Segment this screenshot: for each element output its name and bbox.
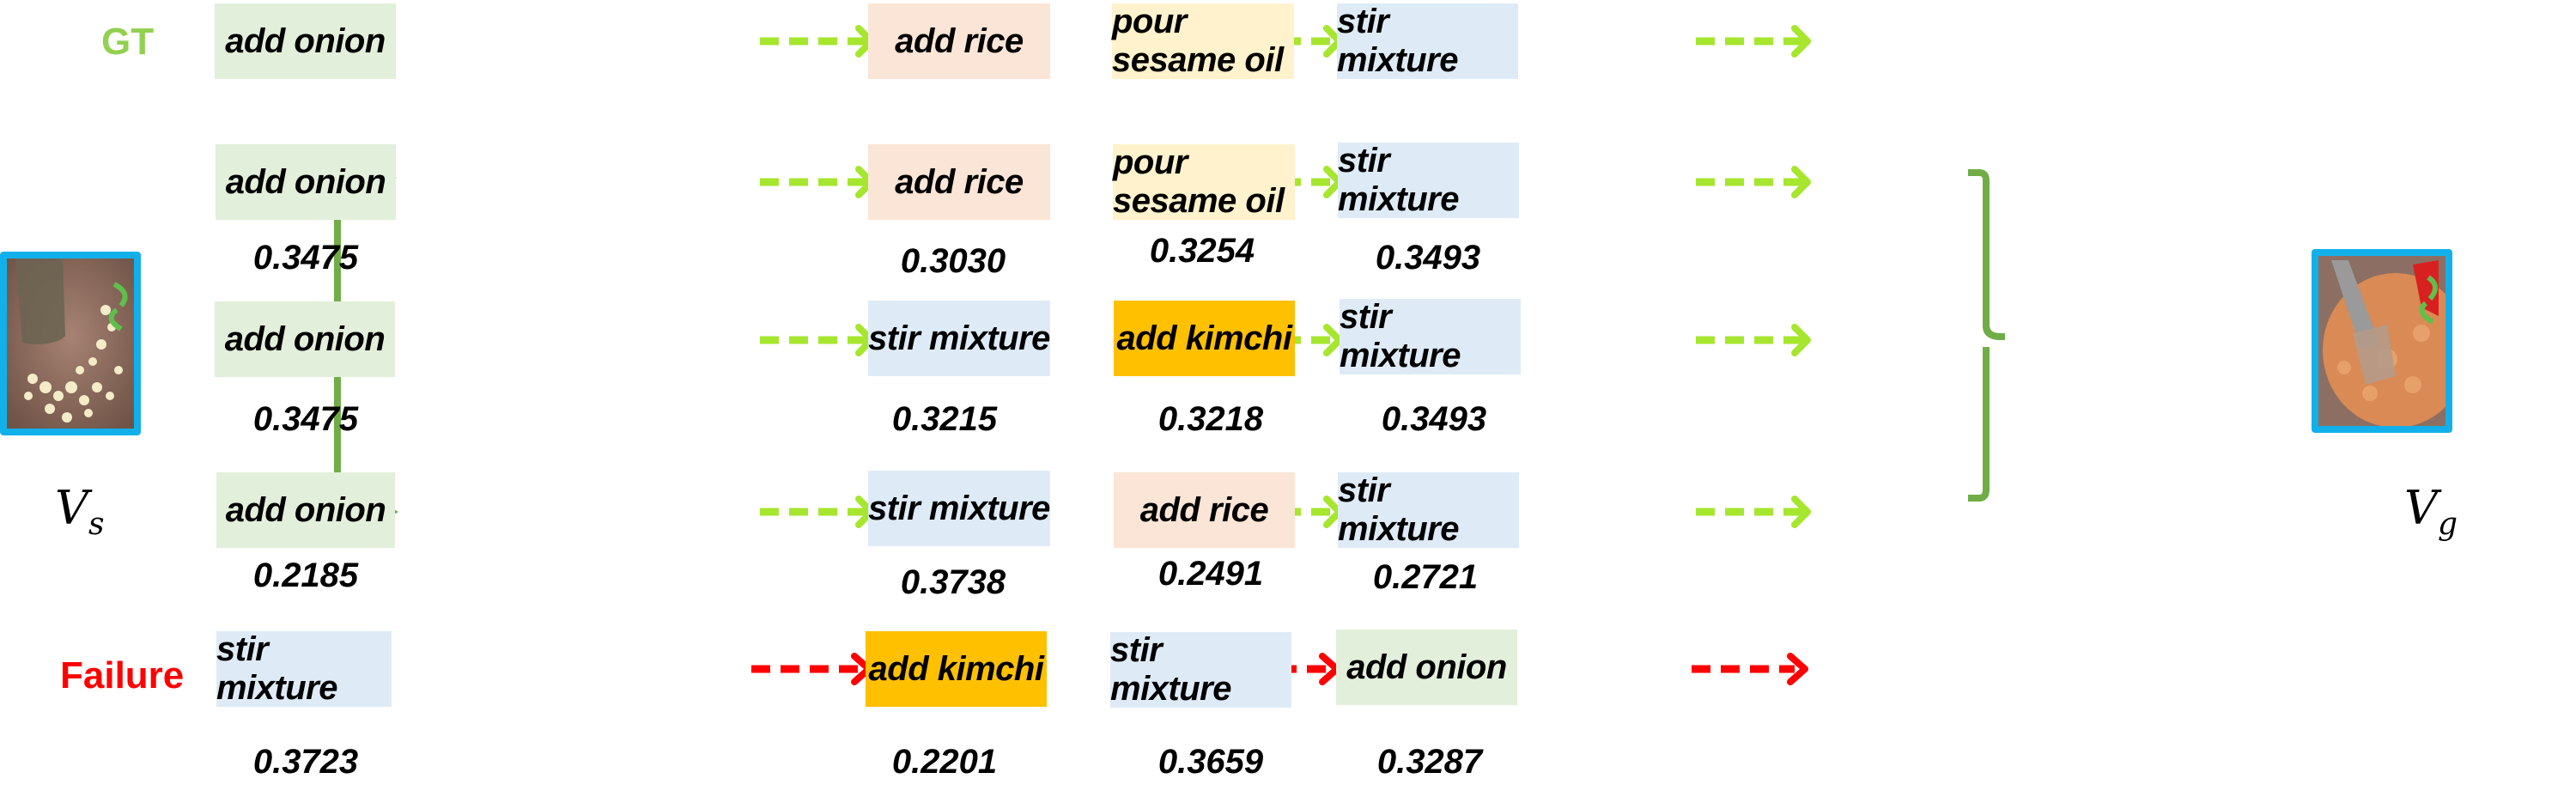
failure-score-2: 0.2201 bbox=[891, 743, 998, 781]
plan3-step-2: stir mixture bbox=[868, 471, 1050, 546]
gt-step-4: stir mixture bbox=[1337, 3, 1518, 79]
plan2-step-4: stir mixture bbox=[1340, 298, 1521, 374]
gt-step-3: pour sesame oil bbox=[1112, 3, 1294, 79]
plan1-score-4: 0.3493 bbox=[1375, 239, 1481, 277]
failure-label: Failure bbox=[60, 654, 185, 696]
failure-step-4: add onion bbox=[1336, 630, 1517, 705]
plan3-score-3: 0.2491 bbox=[1157, 555, 1264, 593]
failure-step-1: stir mixture bbox=[216, 630, 392, 707]
plan1-step-1: add onion bbox=[216, 144, 396, 220]
plan2-step-3: add kimchi bbox=[1114, 301, 1295, 376]
plan1-step-4: stir mixture bbox=[1338, 142, 1519, 218]
plan1-score-3: 0.3254 bbox=[1149, 232, 1255, 270]
plan3-step-3: add rice bbox=[1114, 472, 1295, 548]
gt-step-2: add rice bbox=[868, 3, 1050, 79]
plan1-score-1: 0.3475 bbox=[252, 239, 359, 277]
failure-score-3: 0.3659 bbox=[1157, 743, 1264, 781]
failure-score-4: 0.3287 bbox=[1376, 743, 1483, 781]
plan3-score-2: 0.3738 bbox=[900, 563, 1006, 601]
gt-step-1: add onion bbox=[215, 3, 396, 79]
failure-step-3: stir mixture bbox=[1110, 631, 1291, 708]
plan3-step-4: stir mixture bbox=[1338, 471, 1519, 548]
plan3-score-1: 0.2185 bbox=[252, 557, 359, 594]
plan3-score-4: 0.2721 bbox=[1372, 558, 1479, 596]
plan1-step-3: pour sesame oil bbox=[1113, 143, 1295, 220]
plan2-score-1: 0.3475 bbox=[252, 400, 359, 438]
plan2-step-1: add onion bbox=[215, 301, 395, 377]
pan-onion-icon bbox=[7, 259, 134, 429]
pan-fried-rice-icon bbox=[2318, 256, 2445, 426]
plan3-step-1: add onion bbox=[216, 472, 395, 548]
plan2-score-4: 0.3493 bbox=[1381, 400, 1487, 438]
plan2-score-3: 0.3218 bbox=[1157, 400, 1264, 438]
start-state-image bbox=[0, 252, 141, 435]
plan2-score-2: 0.3215 bbox=[891, 400, 998, 438]
plan2-step-2: stir mixture bbox=[868, 301, 1050, 376]
plan1-step-2: add rice bbox=[868, 144, 1050, 220]
failure-step-2: add kimchi bbox=[866, 631, 1047, 707]
start-state-label: Vs bbox=[55, 481, 105, 542]
merge-bracket bbox=[1968, 169, 2005, 502]
goal-state-image bbox=[2312, 249, 2452, 433]
gt-label: GT bbox=[101, 21, 155, 63]
failure-score-1: 0.3723 bbox=[252, 743, 359, 781]
goal-state-label: Vg bbox=[2404, 481, 2458, 542]
plan1-score-2: 0.3030 bbox=[900, 242, 1006, 280]
